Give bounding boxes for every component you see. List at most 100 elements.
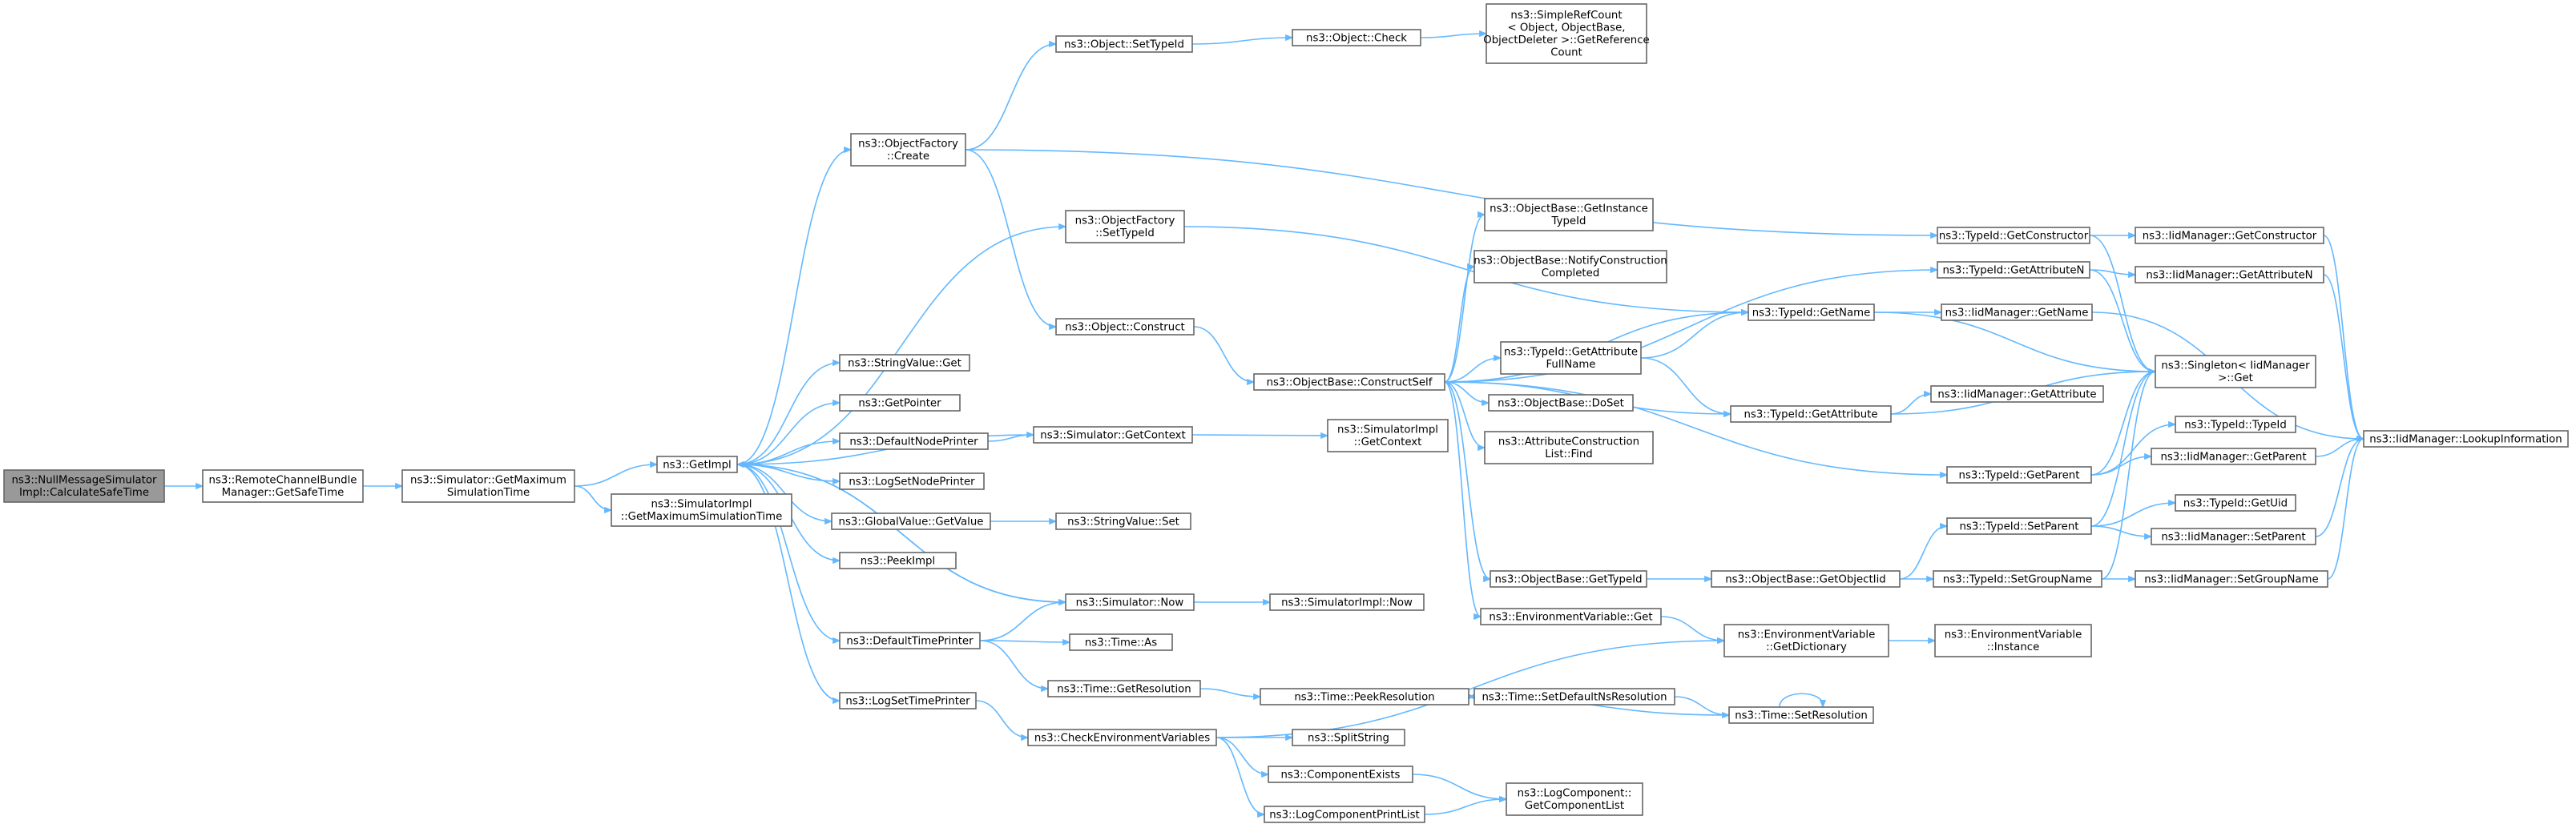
graph-node-tid-getattributen[interactable]: ns3::TypeId::GetAttributeN [1937, 261, 2090, 279]
graph-node-iid-getparent[interactable]: ns3::IidManager::GetParent [2151, 448, 2316, 465]
graph-node-sim-gmst[interactable]: ns3::Simulator::GetMaximumSimulationTime [401, 469, 575, 503]
graph-node-getimpl[interactable]: ns3::GetImpl [656, 456, 738, 473]
graph-node-splitstring[interactable]: ns3::SplitString [1292, 729, 1405, 746]
graph-node-ob-getobjectiid[interactable]: ns3::ObjectBase::GetObjectIid [1711, 570, 1901, 588]
graph-node-logcomp-getlist[interactable]: ns3::LogComponent::GetComponentList [1506, 782, 1643, 816]
edge-arrowhead [1704, 575, 1713, 583]
node-label: ns3::Simulator::Now [1076, 597, 1184, 609]
graph-node-ob-constructself[interactable]: ns3::ObjectBase::ConstructSelf [1253, 373, 1445, 391]
node-box [1327, 419, 1449, 452]
node-box [1055, 318, 1195, 336]
graph-node-sim-getcontext[interactable]: ns3::Simulator::GetContext [1033, 426, 1193, 444]
node-label: ns3::ObjectBase::GetTypeId [1494, 573, 1642, 585]
graph-node-simimpl-now[interactable]: ns3::SimulatorImpl::Now [1269, 593, 1425, 611]
graph-node-simimpl-getcontext[interactable]: ns3::SimulatorImpl::GetContext [1327, 419, 1449, 452]
node-box [1473, 688, 1675, 705]
graph-node-of-settypeid[interactable]: ns3::ObjectFactory::SetTypeId [1065, 210, 1185, 243]
graph-node-envvar-instance[interactable]: ns3::EnvironmentVariable::Instance [1934, 624, 2092, 657]
node-label: ns3::ObjectFactory [1075, 215, 1175, 227]
graph-node-tid-getname[interactable]: ns3::TypeId::GetName [1748, 303, 1875, 321]
graph-node-logsetnodeprinter[interactable]: ns3::LogSetNodePrinter [839, 472, 985, 490]
graph-node-time-getres[interactable]: ns3::Time::GetResolution [1047, 680, 1201, 697]
edge-ob_gettypeid-to-ob_getobjectiid [1647, 575, 1713, 583]
node-label: ns3::Simulator::GetMaximum [410, 475, 566, 487]
graph-node-root[interactable]: ns3::NullMessageSimulatorImpl::Calculate… [3, 469, 165, 503]
graph-node-tid-getattribute[interactable]: ns3::TypeId::GetAttribute [1730, 405, 1892, 423]
graph-node-ob-gettypeid[interactable]: ns3::ObjectBase::GetTypeId [1490, 570, 1647, 588]
graph-node-defnodeprinter[interactable]: ns3::DefaultNodePrinter [839, 432, 989, 450]
graph-node-tid-getuid[interactable]: ns3::TypeId::GetUid [2175, 494, 2296, 512]
node-box [1269, 593, 1425, 611]
graph-node-envvar-get[interactable]: ns3::EnvironmentVariable::Get [1480, 608, 1662, 625]
node-box [1730, 405, 1892, 423]
graph-node-time-setdefns[interactable]: ns3::Time::SetDefaultNsResolution [1473, 688, 1675, 705]
node-box [1253, 373, 1445, 391]
graph-node-obj-settypeid[interactable]: ns3::Object::SetTypeId [1055, 35, 1193, 53]
edge-line [736, 402, 841, 465]
graph-node-iid-setparent[interactable]: ns3::IidManager::SetParent [2151, 528, 2316, 545]
edge-arrowhead [1940, 471, 1949, 479]
edge-time_getres-to-time_peekres [1199, 688, 1262, 701]
graph-node-obj-construct[interactable]: ns3::Object::Construct [1055, 318, 1195, 336]
graph-node-deftimeprinter[interactable]: ns3::DefaultTimePrinter [839, 632, 981, 649]
graph-node-simplerefcount[interactable]: ns3::SimpleRefCount< Object, ObjectBase,… [1483, 3, 1650, 64]
graph-node-getpointer[interactable]: ns3::GetPointer [839, 394, 961, 412]
graph-node-of-create[interactable]: ns3::ObjectFactory::Create [850, 133, 966, 167]
graph-node-sim-now[interactable]: ns3::Simulator::Now [1065, 593, 1195, 611]
graph-node-tid-typeid[interactable]: ns3::TypeId::TypeId [2175, 416, 2296, 433]
graph-node-obj-check[interactable]: ns3::Object::Check [1292, 29, 1421, 46]
graph-node-time-as[interactable]: ns3::Time::As [1069, 633, 1173, 651]
edge-arrowhead [1477, 444, 1486, 452]
edge-sim_now-to-getimpl [736, 460, 1066, 603]
graph-node-rcb[interactable]: ns3::RemoteChannelBundleManager::GetSafe… [202, 469, 364, 503]
graph-node-logsettimeprinter[interactable]: ns3::LogSetTimePrinter [839, 692, 977, 709]
node-box [1946, 517, 2092, 535]
graph-node-singleton-get[interactable]: ns3::Singleton< IidManager>::Get [2155, 355, 2316, 388]
node-box [1047, 680, 1201, 697]
node-box [1486, 3, 1647, 64]
edge-envvar_getdict-to-envvar_instance [1889, 637, 1937, 645]
graph-node-time-setres[interactable]: ns3::Time::SetResolution [1728, 706, 1874, 724]
graph-node-checkenv[interactable]: ns3::CheckEnvironmentVariables [1027, 729, 1217, 746]
graph-node-iid-lookupinfo[interactable]: ns3::IidManager::LookupInformation [2363, 430, 2569, 448]
graph-node-iid-getattribute[interactable]: ns3::IidManager::GetAttribute [1930, 385, 2104, 403]
graph-node-ob-notify[interactable]: ns3::ObjectBase::NotifyConstructionCompl… [1473, 250, 1667, 283]
graph-node-strval-set[interactable]: ns3::StringValue::Set [1055, 512, 1191, 530]
edge-getimpl-to-deftimeprinter [736, 464, 841, 645]
edge-arrowhead [196, 482, 204, 490]
edge-arrowhead [736, 460, 744, 468]
graph-node-iid-getname[interactable]: ns3::IidManager::GetName [1941, 303, 2093, 321]
graph-node-envvar-getdict[interactable]: ns3::EnvironmentVariable::GetDictionary [1723, 624, 1889, 657]
graph-node-simimpl-gmst[interactable]: ns3::SimulatorImpl::GetMaximumSimulation… [611, 493, 792, 527]
node-label: ns3::ComponentExists [1280, 769, 1400, 781]
graph-node-time-peekres[interactable]: ns3::Time::PeekResolution [1260, 688, 1469, 705]
edge-arrowhead [1049, 323, 1058, 331]
graph-node-tid-getconstructor[interactable]: ns3::TypeId::GetConstructor [1937, 227, 2090, 244]
graph-node-iid-getattributen[interactable]: ns3::IidManager::GetAttributeN [2135, 266, 2324, 283]
node-label: ns3::TypeId::GetAttribute [1504, 347, 1638, 359]
graph-node-strval-get[interactable]: ns3::StringValue::Get [839, 354, 970, 372]
node-label: ns3::GetImpl [663, 459, 731, 471]
graph-node-compexists[interactable]: ns3::ComponentExists [1268, 766, 1413, 783]
graph-node-globalvalue-get[interactable]: ns3::GlobalValue::GetValue [831, 512, 991, 530]
edge-getimpl-to-of_settypeid [736, 223, 1067, 465]
graph-node-logcompprint[interactable]: ns3::LogComponentPrintList [1264, 806, 1425, 823]
graph-node-iid-setgroupname[interactable]: ns3::IidManager::SetGroupName [2135, 570, 2328, 588]
graph-node-tid-setgroupname[interactable]: ns3::TypeId::SetGroupName [1933, 570, 2102, 588]
edge-line [979, 640, 1049, 689]
node-label: SimulationTime [447, 487, 530, 499]
graph-node-iid-getconstructor[interactable]: ns3::IidManager::GetConstructor [2135, 227, 2324, 244]
node-label: ns3::Time::SetDefaultNsResolution [1482, 691, 1667, 703]
graph-node-peekimpl[interactable]: ns3::PeekImpl [839, 552, 957, 569]
node-label: ns3::TypeId::GetUid [2183, 497, 2288, 509]
edge-arrowhead [1473, 613, 1482, 621]
graph-node-tid-setparent[interactable]: ns3::TypeId::SetParent [1946, 517, 2092, 535]
node-box [1930, 385, 2104, 403]
graph-node-tid-getparent[interactable]: ns3::TypeId::GetParent [1946, 466, 2092, 484]
node-box [1065, 210, 1185, 243]
graph-node-ob-doset[interactable]: ns3::ObjectBase::DoSet [1488, 394, 1634, 412]
node-box [839, 472, 985, 490]
